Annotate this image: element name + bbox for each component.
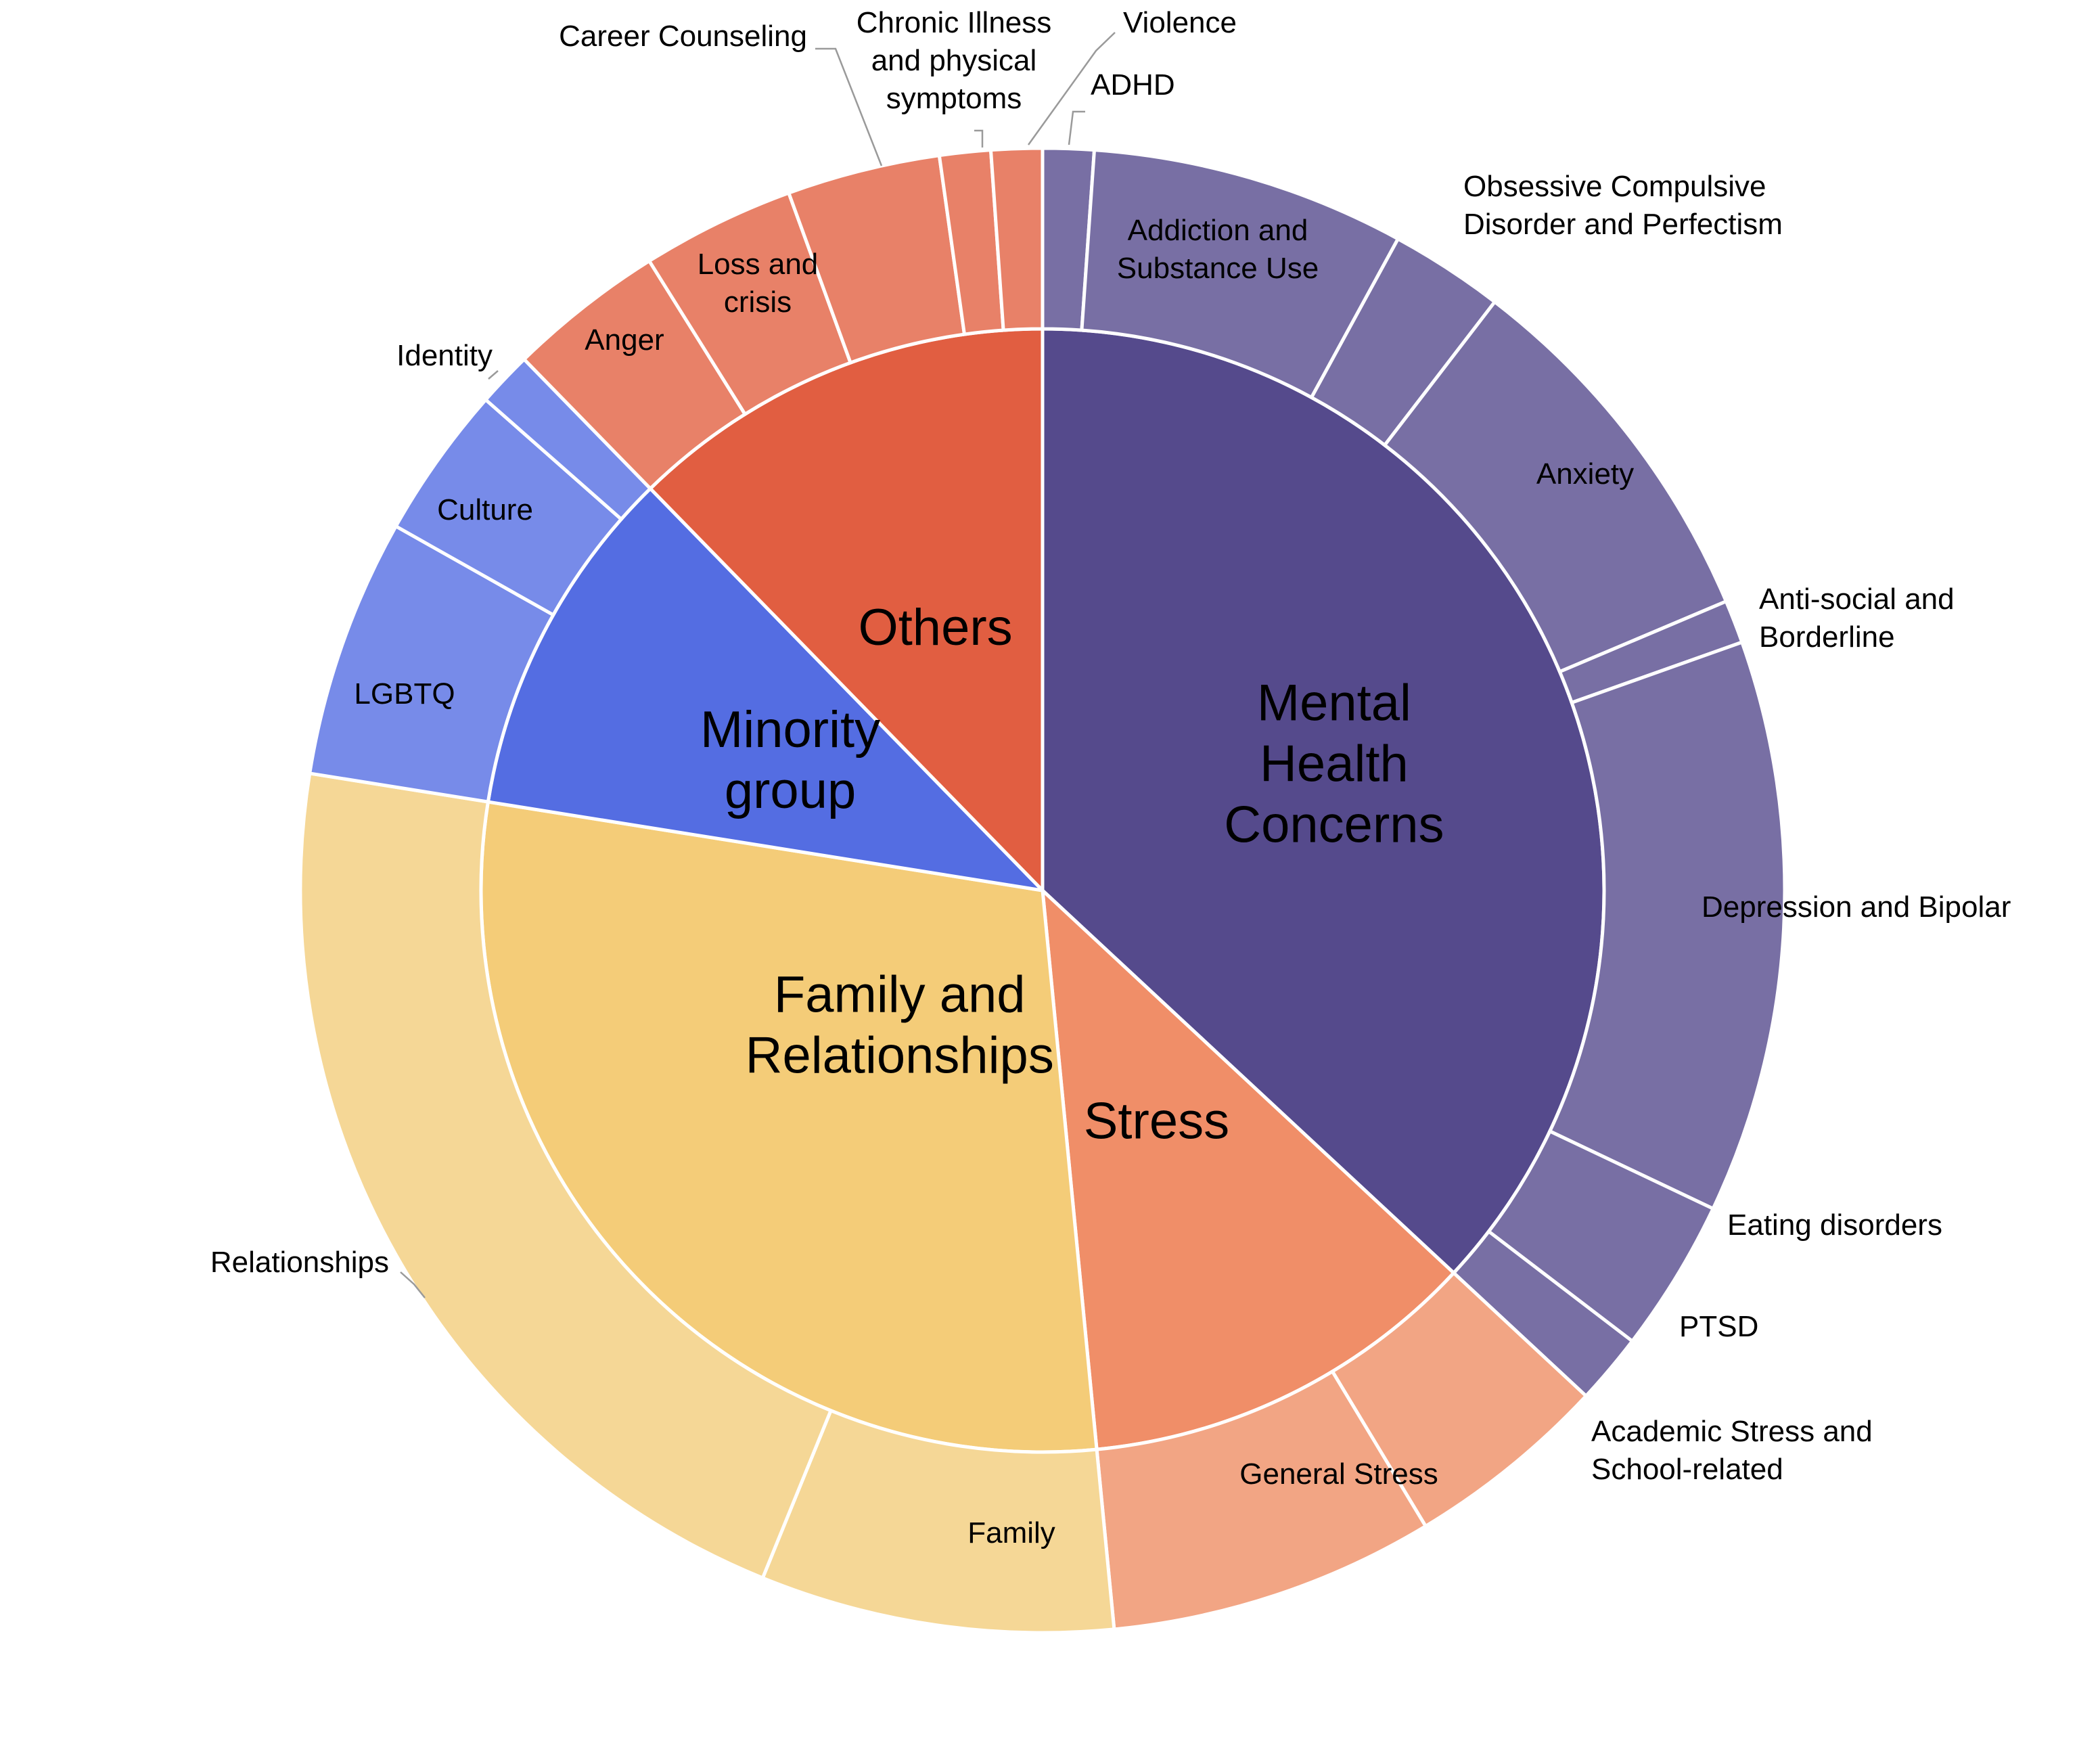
outer-label-anxiety: Anxiety [1536,457,1634,491]
outer-label-general-stress: General Stress [1239,1457,1438,1491]
outer-ring [298,146,1787,1635]
outer-label-culture: Culture [437,493,533,526]
leader-line-violence [1027,32,1116,145]
outer-label-lgbtq: LGBTQ [354,677,455,710]
leader-line-identity [488,370,499,380]
inner-ring [479,327,1606,1454]
leader-lines [400,32,1116,1298]
outer-label-adhd: ADHD [1091,68,1175,101]
outer-label-family: Family [967,1516,1055,1550]
leader-line-relationships [400,1271,426,1298]
leader-line-adhd [1068,110,1085,145]
outer-label-anger: Anger [585,323,664,357]
inner-label-stress: Stress [1084,1093,1229,1150]
leader-line-chronic-illness-and-physical-symptoms [974,129,984,148]
leader-line-career-counseling [815,47,883,166]
outer-label-identity: Identity [396,339,493,372]
inner-label-others: Others [859,599,1013,656]
outer-label-ptsd: PTSD [1679,1310,1758,1343]
outer-label-eating-disorders: Eating disorders [1727,1208,1942,1242]
outer-label-career-counseling: Career Counseling [559,20,807,53]
outer-label-depression-and-bipolar: Depression and Bipolar [1702,890,2011,924]
outer-label-relationships: Relationships [210,1246,389,1279]
outer-slice-relationships [298,771,834,1581]
outer-slice-violence [988,146,1045,332]
outer-label-violence: Violence [1123,6,1237,39]
